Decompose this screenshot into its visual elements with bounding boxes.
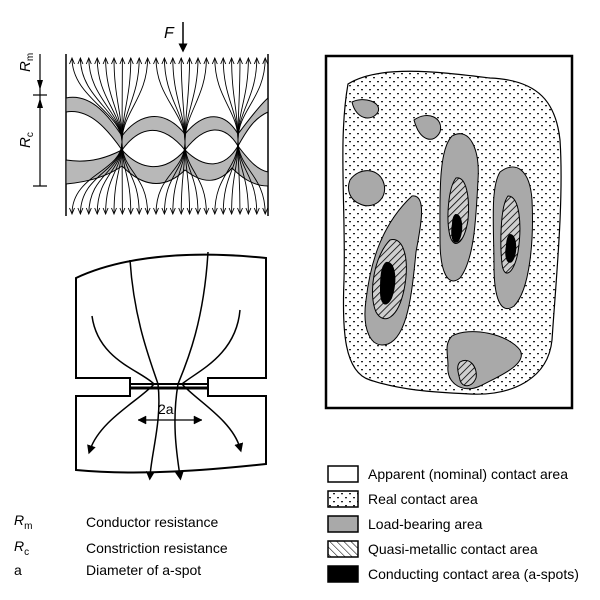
force-label: F <box>164 25 175 42</box>
current-arrowhead <box>127 207 134 216</box>
current-arrowhead <box>228 56 235 65</box>
symbol-description: Conductor resistance <box>86 514 219 530</box>
constriction-illustration <box>75 251 267 481</box>
current-arrowhead <box>144 56 151 65</box>
current-line <box>121 57 149 215</box>
symbol: a <box>14 562 22 578</box>
current-arrowhead <box>144 207 151 216</box>
current-line <box>184 57 207 215</box>
current-arrowhead <box>228 207 235 216</box>
current-arrowhead <box>119 56 126 65</box>
current-arrowhead <box>220 207 227 216</box>
current-arrowhead <box>211 56 218 65</box>
current-arrowhead <box>153 207 159 216</box>
current-arrowhead <box>94 207 101 216</box>
legend-label: Apparent (nominal) contact area <box>368 466 568 482</box>
symbol-description: Constriction resistance <box>86 540 228 556</box>
current-arrowhead <box>253 207 260 216</box>
current-arrowhead <box>127 56 134 65</box>
symbol-row-rc: Rc Constriction resistance <box>14 538 228 558</box>
legend-label: Quasi-metallic contact area <box>368 541 538 557</box>
current-arrowhead <box>136 207 143 216</box>
current-arrowhead <box>203 56 210 65</box>
current-arrowhead <box>94 56 101 65</box>
legend-label: Conducting contact area (a-spots) <box>368 566 579 582</box>
current-arrowhead <box>245 207 252 216</box>
current-arrowhead <box>102 207 109 216</box>
current-arrowhead <box>161 207 168 216</box>
current-arrowhead <box>69 56 75 65</box>
legend-item-quasi-metallic: Quasi-metallic contact area <box>368 539 538 559</box>
current-arrowhead <box>220 56 227 65</box>
current-arrowhead <box>237 56 243 65</box>
current-arrowhead <box>186 56 193 65</box>
current-arrowhead <box>85 207 92 216</box>
contact-area-map <box>324 54 574 410</box>
current-arrowhead <box>203 207 210 216</box>
current-arrowhead <box>136 56 143 65</box>
current-arrowhead <box>153 56 159 65</box>
current-arrowhead <box>195 56 201 65</box>
current-arrowhead <box>169 207 176 216</box>
interface-illustration: F Rm Rc <box>17 22 269 216</box>
current-arrowhead <box>237 207 243 216</box>
current-lines <box>69 56 269 216</box>
symbol-row-rm: Rm Conductor resistance <box>14 512 218 532</box>
symbol-row-a: a Diameter of a-spot <box>14 560 201 580</box>
rc-label: Rc <box>17 132 36 148</box>
symbol-description: Diameter of a-spot <box>86 562 202 578</box>
current-arrowhead <box>245 56 252 65</box>
current-arrowhead <box>119 207 126 216</box>
current-arrowhead <box>186 207 193 216</box>
current-arrowhead <box>85 56 92 65</box>
current-arrowhead <box>111 207 117 216</box>
current-arrowhead <box>169 56 176 65</box>
legend-label: Real contact area <box>368 491 478 507</box>
current-arrowhead <box>178 207 185 216</box>
current-arrowhead <box>161 56 168 65</box>
rm-label: Rm <box>17 53 36 72</box>
symbol: Rc <box>14 538 30 558</box>
two-a-label: 2a <box>158 401 174 417</box>
current-arrowhead <box>69 207 75 216</box>
legend-item-conducting: Conducting contact area (a-spots) <box>368 564 579 584</box>
current-arrowhead <box>102 56 109 65</box>
current-arrowhead <box>77 56 84 65</box>
legend-item-load-bearing: Load-bearing area <box>368 514 482 534</box>
legend-item-real: Real contact area <box>368 489 478 509</box>
current-arrowhead <box>77 207 84 216</box>
current-arrowhead <box>211 207 218 216</box>
current-line <box>237 57 266 215</box>
symbol: Rm <box>14 512 33 532</box>
current-arrowhead <box>253 56 260 65</box>
legend-label: Load-bearing area <box>368 516 483 532</box>
legend-swatches <box>327 465 359 583</box>
current-arrowhead <box>178 56 185 65</box>
current-arrowhead <box>262 56 269 65</box>
legend-item-apparent: Apparent (nominal) contact area <box>368 464 568 484</box>
current-arrowhead <box>262 207 269 216</box>
current-arrowhead <box>195 207 201 216</box>
current-arrowhead <box>111 56 117 65</box>
